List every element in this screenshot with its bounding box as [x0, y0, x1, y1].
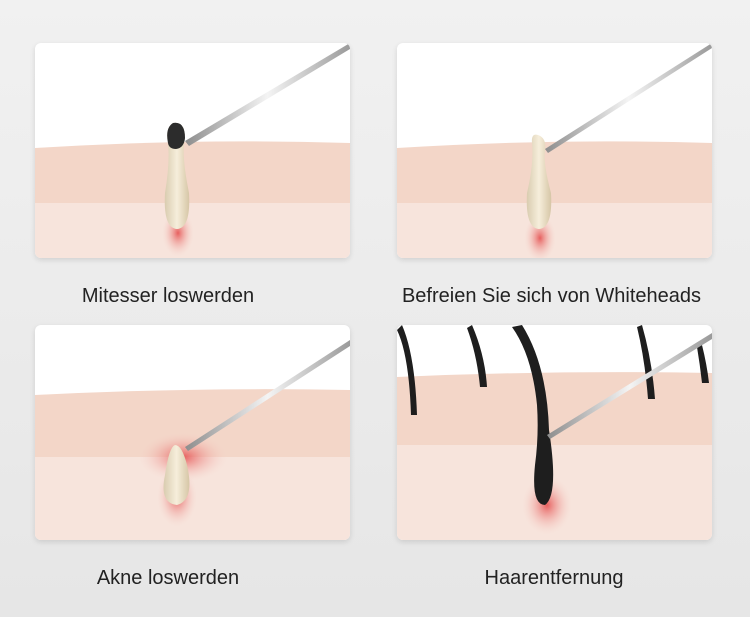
- panel-acne: [35, 325, 350, 540]
- panel-hair-removal: [397, 325, 712, 540]
- caption-hair-removal: Haarentfernung: [484, 567, 624, 589]
- panel-whitehead: [397, 43, 712, 258]
- caption-whitehead: Befreien Sie sich von Whiteheads: [401, 285, 702, 307]
- panel-blackhead: [35, 43, 350, 258]
- caption-blackhead: Mitesser loswerden: [81, 285, 255, 307]
- caption-acne: Akne loswerden: [96, 567, 240, 589]
